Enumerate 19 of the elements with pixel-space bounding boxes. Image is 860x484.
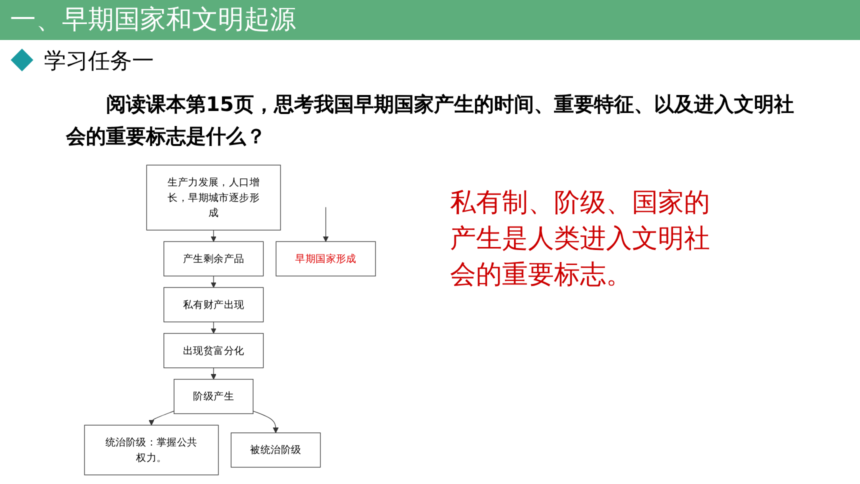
header-title: 一、早期国家和文明起源 [0, 0, 860, 40]
note-text: 私有制、阶级、国家的产生是人类进入文明社会的重要标志。 [450, 187, 711, 292]
section-heading: 学习任务一 [44, 48, 154, 76]
arrow [322, 206, 329, 242]
node-box: 私有财产出现 [164, 287, 264, 322]
node-box: 生产力发展，人口增长，早期城市逐步形成 [146, 164, 281, 230]
node-box: 阶级产生 [174, 378, 254, 414]
node-box: 统治阶级：掌握公共权力。 [84, 424, 219, 476]
node-box: 被统治阶级 [230, 432, 321, 468]
node-box: 出现贫富分化 [164, 333, 264, 368]
arrow [210, 322, 216, 334]
arrow [148, 410, 174, 426]
node-box: 产生剩余产品 [164, 241, 264, 276]
arrow [210, 230, 216, 242]
arrow [252, 410, 279, 434]
node-box: 早期国家形成 [276, 241, 376, 276]
arrow [210, 368, 216, 380]
question-text: 阅读课本第15页，思考我国早期国家产生的时间、重要特征、以及进入文明社会的重要标志是什么？ [66, 91, 795, 150]
arrow [210, 276, 216, 288]
